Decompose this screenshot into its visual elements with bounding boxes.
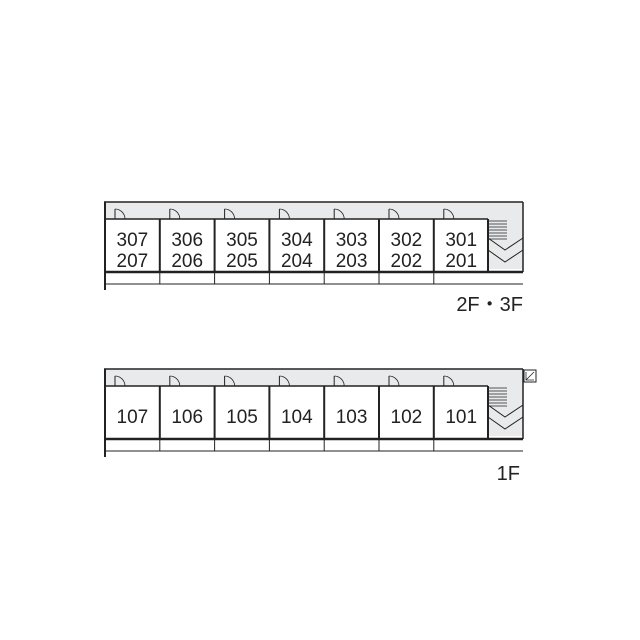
- door-icon: [388, 375, 400, 387]
- door-icon: [443, 375, 455, 387]
- unit-label: 104: [281, 407, 313, 428]
- staircase-upper: [487, 219, 524, 272]
- floor-label-ground: 1F: [497, 463, 520, 485]
- door-icon: [278, 208, 290, 220]
- door-icon: [114, 208, 126, 220]
- doors-upper: [114, 208, 455, 220]
- unit-label-lower: 206: [171, 251, 203, 272]
- unit-label: 105: [226, 407, 258, 428]
- unit-labels-ground: 107 106 105 104 103 102 101: [117, 407, 478, 428]
- door-icon: [114, 375, 126, 387]
- unit-label-lower: 204: [281, 251, 313, 272]
- unit-label-upper: 304: [281, 230, 313, 251]
- unit-label-lower: 202: [391, 251, 423, 272]
- door-icon: [333, 208, 345, 220]
- unit-label-upper: 302: [391, 230, 423, 251]
- unit-label-upper: 307: [117, 230, 149, 251]
- door-icon: [278, 375, 290, 387]
- unit-label: 103: [336, 407, 368, 428]
- unit-label: 106: [171, 407, 203, 428]
- unit-label-upper: 301: [445, 230, 477, 251]
- unit-label-upper: 306: [171, 230, 203, 251]
- door-icon: [224, 375, 235, 387]
- doors-ground: [114, 375, 455, 387]
- door-icon: [388, 208, 400, 220]
- corridor-upper: [105, 202, 523, 219]
- floor-plan-upper: 3072073062063052053042043032033022023012…: [104, 201, 524, 316]
- unit-label-lower: 203: [336, 251, 368, 272]
- corridor-ground: [105, 369, 523, 386]
- unit-label: 101: [445, 407, 477, 428]
- unit-label: 102: [391, 407, 423, 428]
- staircase-ground: [487, 386, 524, 439]
- unit-label-lower: 207: [117, 251, 149, 272]
- unit-label-lower: 201: [445, 251, 477, 272]
- unit-label-upper: 303: [336, 230, 368, 251]
- door-icon: [224, 208, 235, 220]
- mailbox-icon: [523, 369, 537, 383]
- floor-label-upper: 2F・3F: [456, 294, 523, 316]
- door-icon: [443, 208, 455, 220]
- door-icon: [333, 375, 345, 387]
- unit-label: 107: [117, 407, 149, 428]
- unit-partitions-upper: [158, 219, 435, 284]
- floor-plan-ground: 107 106 105 104 103 102 101 1F: [104, 368, 537, 485]
- unit-label-upper: 305: [226, 230, 258, 251]
- unit-label-lower: 205: [226, 251, 258, 272]
- door-icon: [169, 208, 181, 220]
- unit-partitions-ground: [158, 386, 435, 451]
- door-icon: [169, 375, 181, 387]
